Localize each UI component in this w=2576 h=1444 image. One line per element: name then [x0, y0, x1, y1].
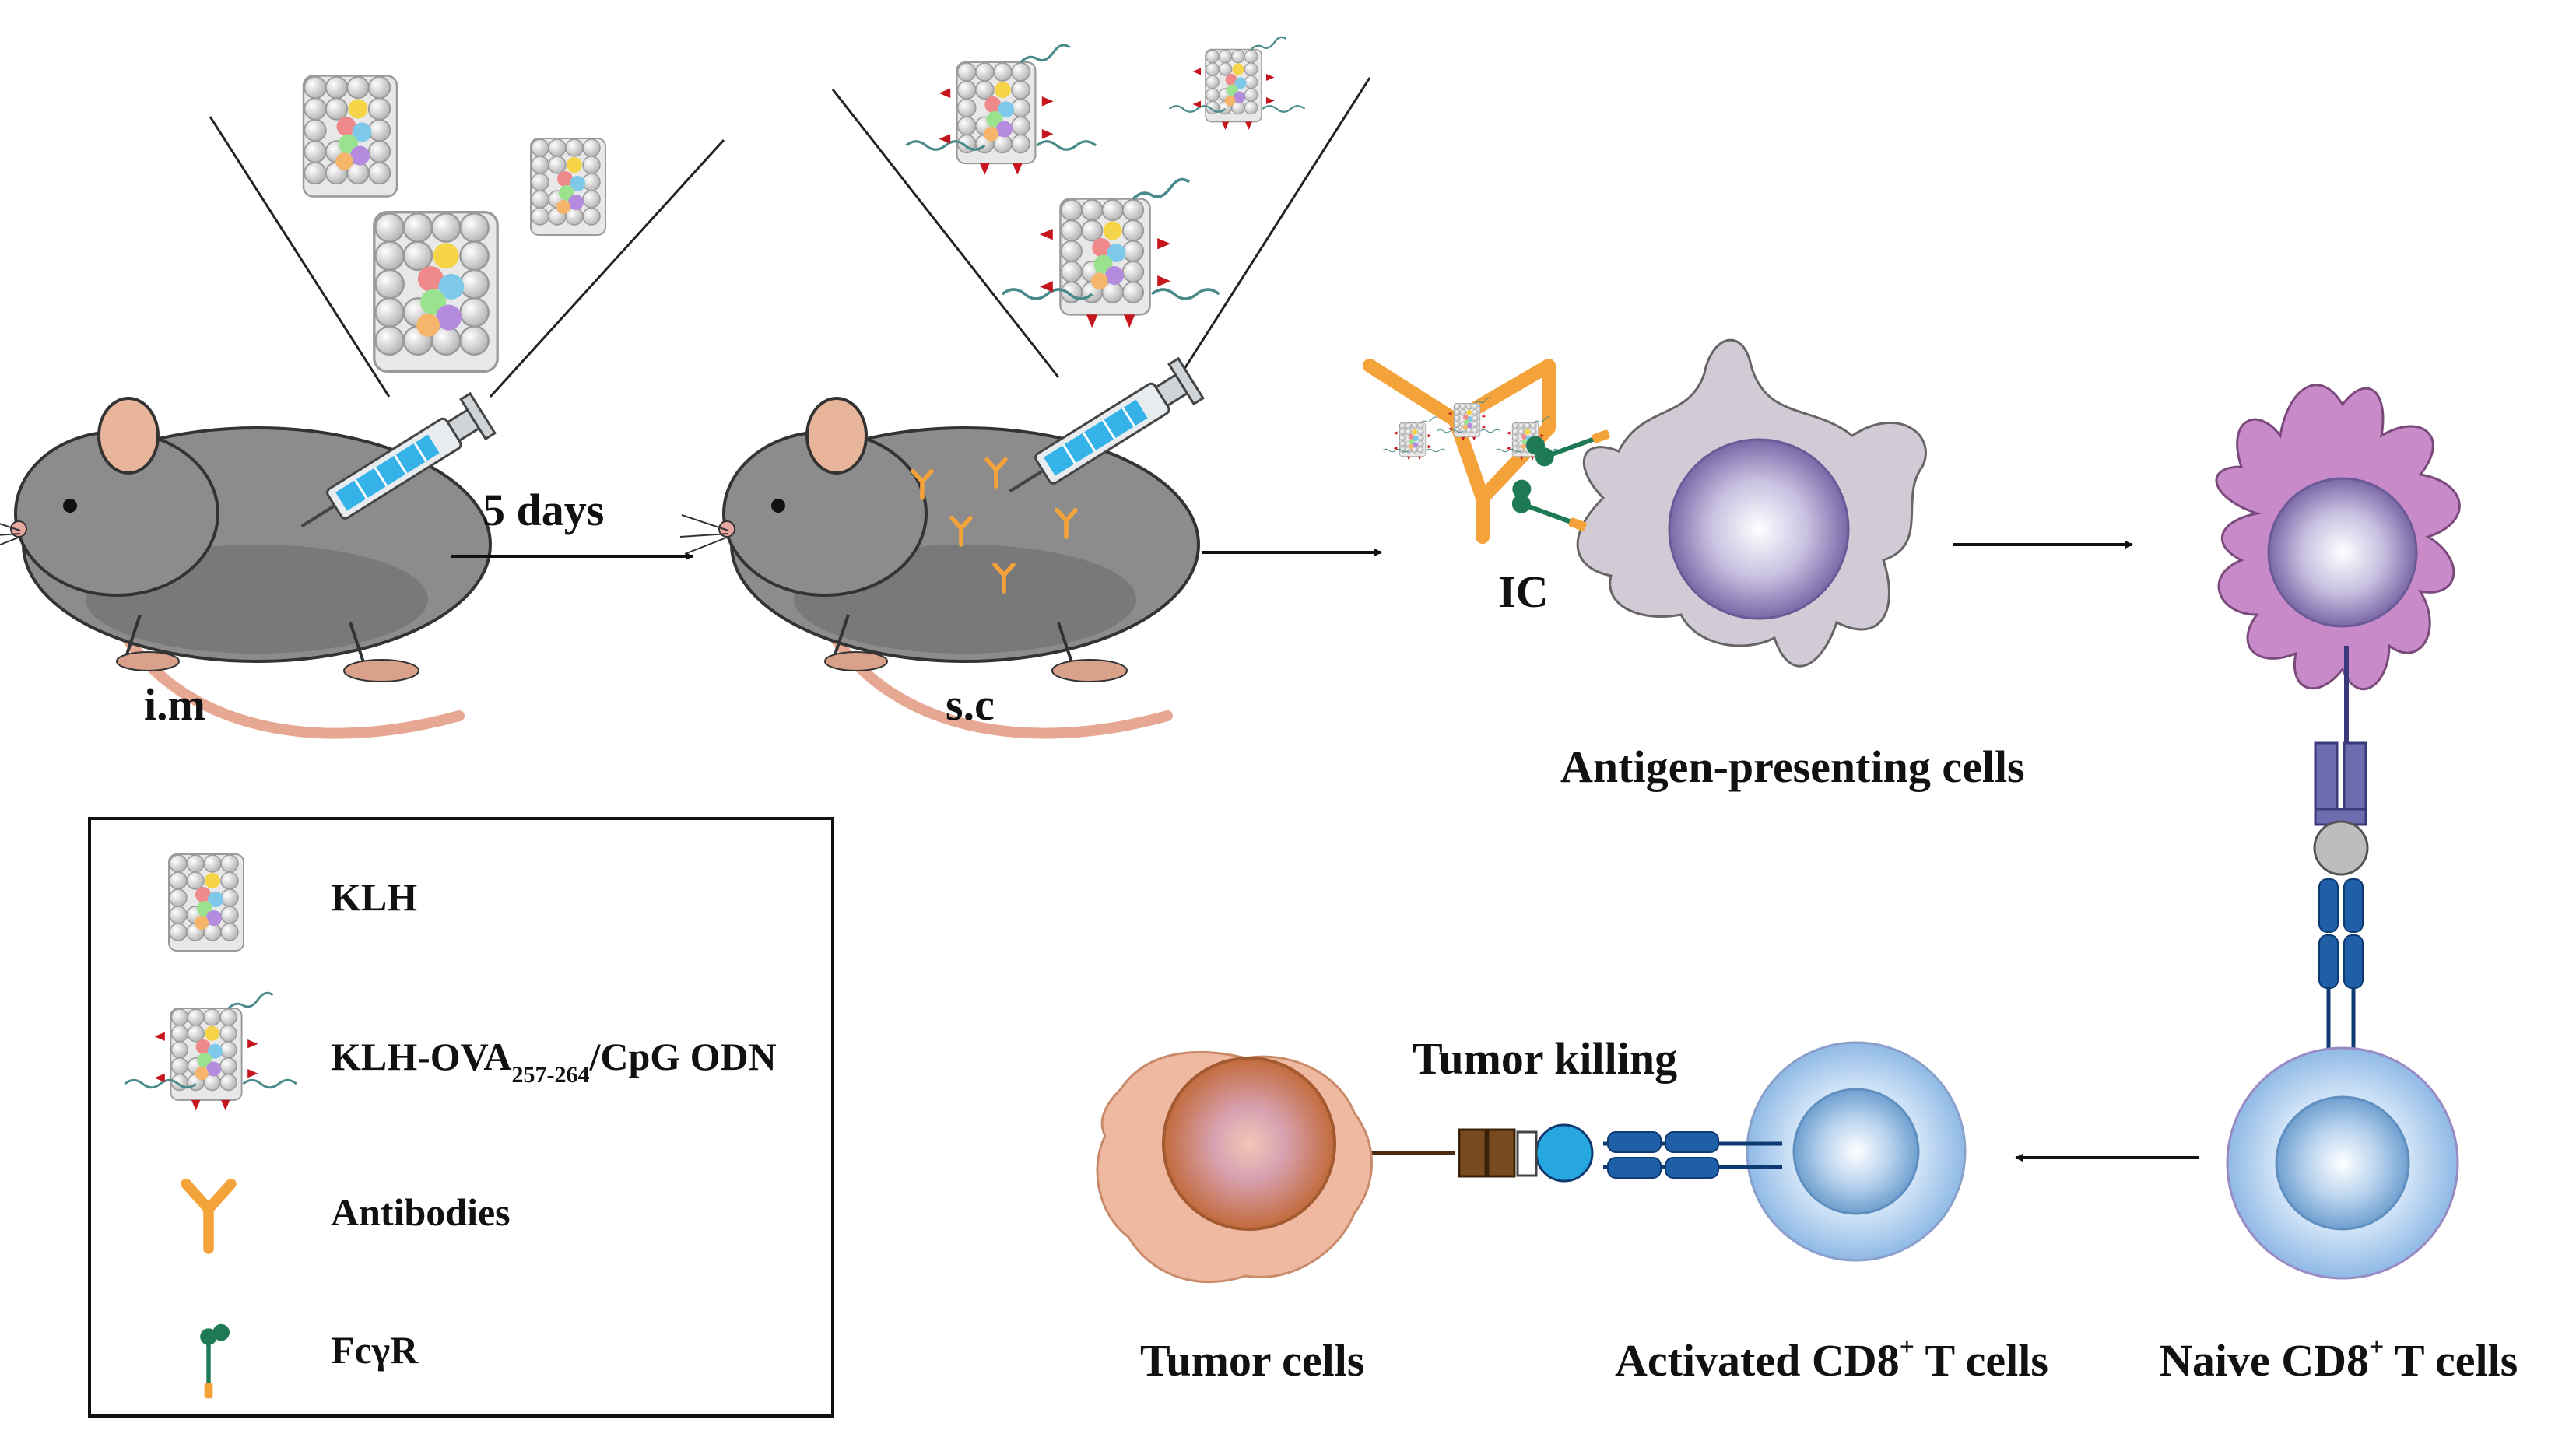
- svg-text:Activated CD8+ T cells: Activated CD8+ T cells: [1615, 1333, 2048, 1386]
- klh-conjugate-2: [1170, 37, 1305, 130]
- label-activated: Activated CD8+ T cells: [1615, 1333, 2048, 1386]
- label-5-days: 5 days: [483, 485, 604, 535]
- antigen-presenting-cell: [1576, 338, 1927, 668]
- naive-sup: +: [2369, 1333, 2384, 1362]
- label-naive: Naive CD8+ T cells: [2160, 1333, 2518, 1386]
- legend-fcgr-label: FcγR: [331, 1328, 419, 1372]
- mouse-2: [680, 398, 1199, 734]
- legend-klh-label: KLH: [331, 875, 417, 919]
- legend: KLH KLH-OVA257-264/CpG ODN Antibodies Fc…: [88, 817, 834, 1418]
- label-sc: s.c: [946, 679, 995, 730]
- tumor-tcr-interaction: [1346, 1123, 1782, 1183]
- injection-cone-1: [209, 116, 725, 398]
- label-ic: IC: [1498, 566, 1548, 617]
- legend-conj-sub: 257-264: [511, 1062, 589, 1088]
- immune-complex: [1363, 359, 1559, 544]
- klh-particles-group-1: [302, 75, 606, 373]
- klh-conjugate-3: [1002, 180, 1219, 328]
- tumor-cell: [1096, 1050, 1373, 1284]
- klh-conjugate-group: [907, 37, 1305, 328]
- mhc-tcr-interaction: [2313, 646, 2369, 1074]
- label-tumor-killing: Tumor killing: [1413, 1033, 1677, 1084]
- label-apc: Antigen-presenting cells: [1560, 741, 2025, 792]
- klh-particle-3: [373, 211, 499, 373]
- activated-main: Activated CD8: [1615, 1335, 1900, 1386]
- klh-conjugate-1: [907, 45, 1097, 175]
- naive-main: Naive CD8: [2160, 1335, 2369, 1386]
- legend-conjugate-label: KLH-OVA257-264/CpG ODN: [331, 1035, 777, 1088]
- legend-conj-main: KLH-OVA: [331, 1035, 511, 1078]
- label-im: i.m: [144, 679, 205, 730]
- label-tumor-cells: Tumor cells: [1140, 1335, 1364, 1386]
- naive-cd8-t-cell: [2226, 1046, 2459, 1280]
- activated-cd8-t-cell: [1746, 1041, 1967, 1262]
- klh-particle-2: [530, 138, 606, 236]
- legend-conj-tail: /CpG ODN: [588, 1035, 776, 1078]
- naive-tail: T cells: [2384, 1335, 2518, 1386]
- svg-text:Naive CD8+ T cells: Naive CD8+ T cells: [2160, 1333, 2518, 1386]
- legend-antibodies-label: Antibodies: [331, 1190, 511, 1234]
- activated-tail: T cells: [1914, 1335, 2048, 1386]
- legend-klh-icon: [168, 853, 244, 952]
- injection-cone-2: [831, 77, 1371, 378]
- dendritic-cell: [2215, 384, 2461, 691]
- activated-sup: +: [1900, 1333, 1914, 1362]
- klh-particle-1: [302, 75, 398, 198]
